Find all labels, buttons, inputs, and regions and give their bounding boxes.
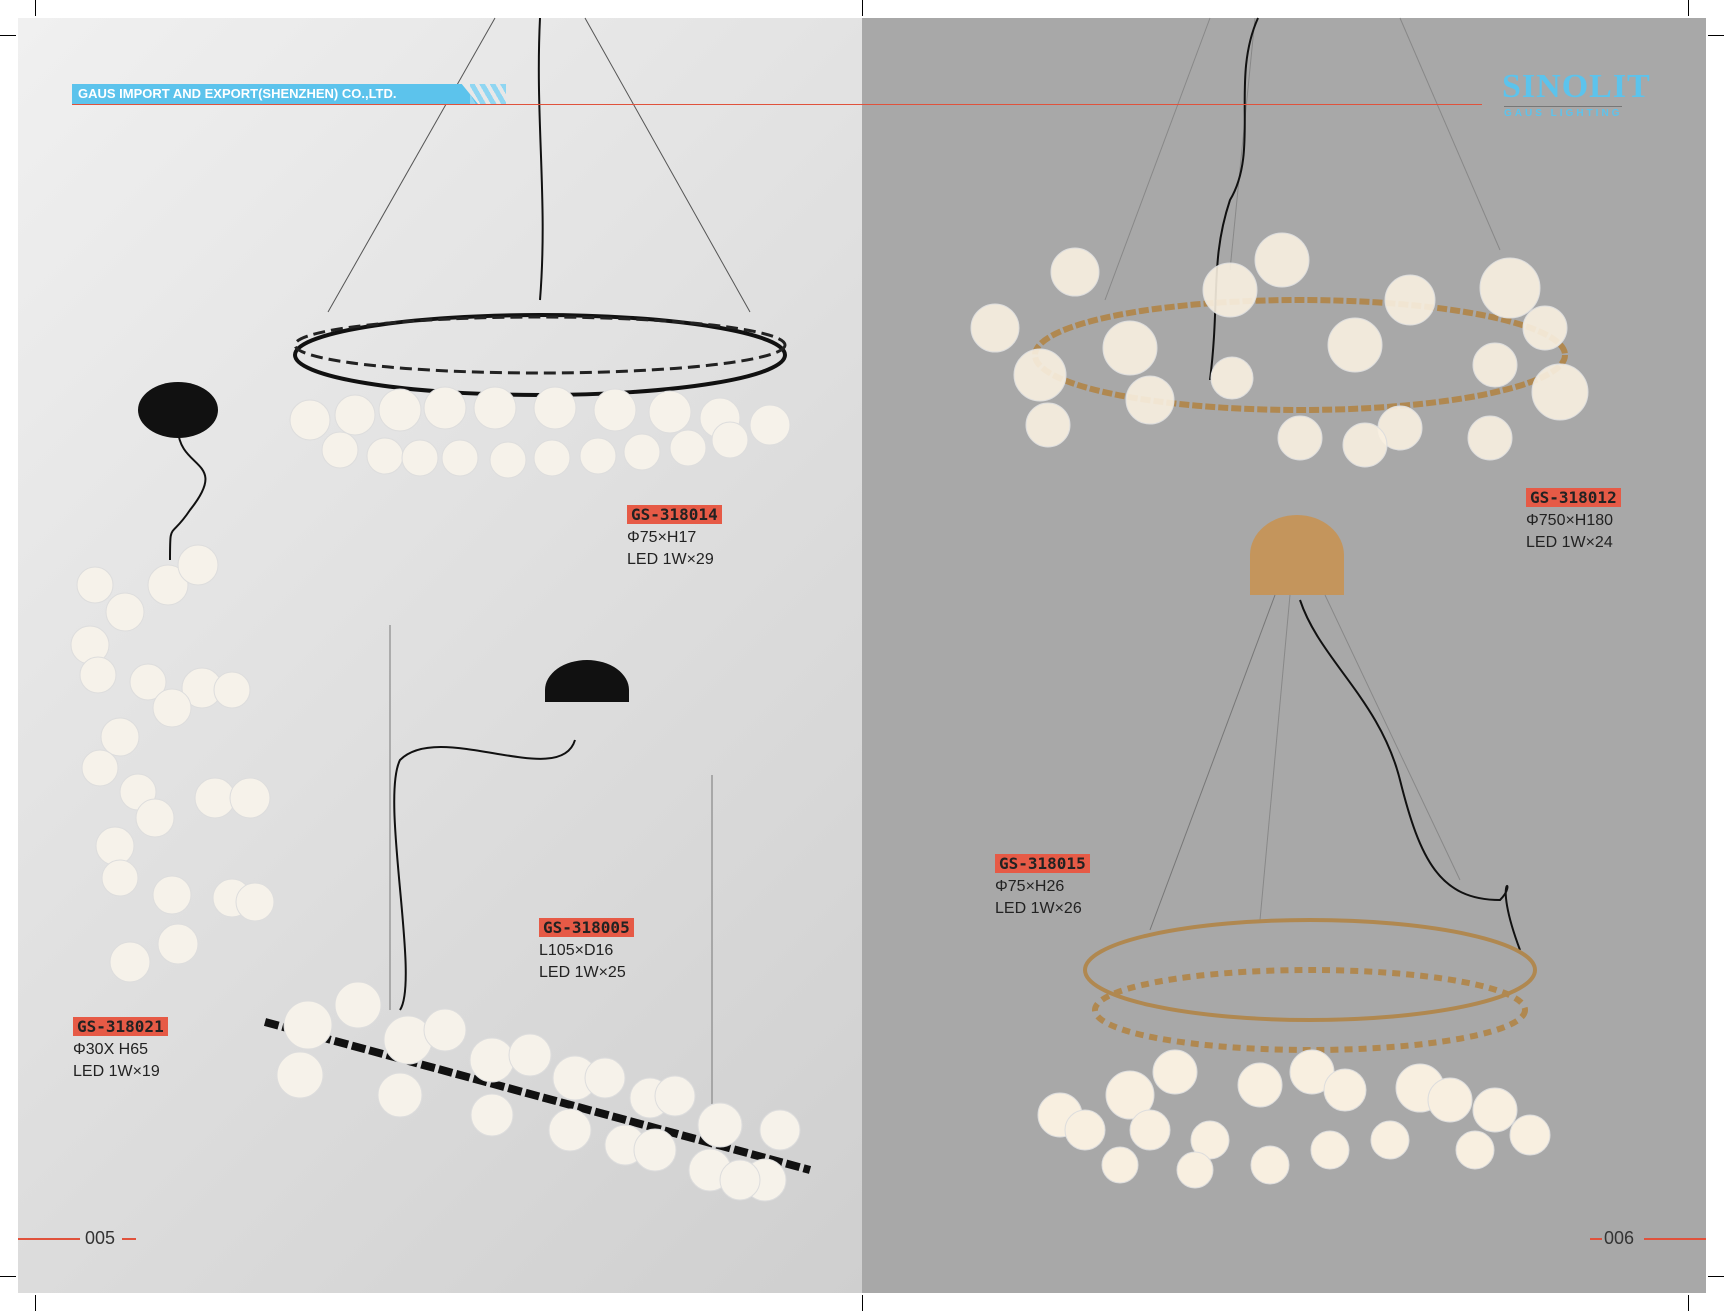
product-code: GS-318005 <box>539 918 634 937</box>
page-number-rule <box>1644 1238 1706 1240</box>
pendant-gs-318012 <box>970 17 1589 468</box>
spec-gs-318021: GS-318021 Φ30X H65 LED 1W×19 <box>73 1017 168 1083</box>
spec-gs-318012: GS-318012 Φ750×H180 LED 1W×24 <box>1526 488 1621 554</box>
product-led: LED 1W×25 <box>539 964 626 981</box>
brand-logo-sub: GAUS LIGHTING <box>1504 106 1623 119</box>
product-led: LED 1W×29 <box>627 551 714 568</box>
product-size: Φ30X H65 <box>73 1041 149 1058</box>
page-number-rule <box>18 1238 80 1240</box>
spec-gs-318014: GS-318014 Φ75×H17 LED 1W×29 <box>627 505 722 571</box>
crop-mark <box>1708 1276 1724 1277</box>
crop-mark <box>1688 0 1689 16</box>
pendant-gs-318015 <box>1037 515 1551 1189</box>
crop-mark <box>862 0 863 16</box>
crop-mark <box>0 1276 16 1277</box>
spec-gs-318005: GS-318005 L105×D16 LED 1W×25 <box>539 918 634 984</box>
crop-mark <box>862 1295 863 1311</box>
product-size: Φ75×H26 <box>995 878 1065 895</box>
page-number-right: 006 <box>1604 1228 1635 1248</box>
product-code: GS-318012 <box>1526 488 1621 507</box>
product-size: L105×D16 <box>539 942 614 959</box>
product-code: GS-318021 <box>73 1017 168 1036</box>
product-led: LED 1W×26 <box>995 900 1082 917</box>
left-page <box>18 18 862 1293</box>
product-code: GS-318014 <box>627 505 722 524</box>
pendant-gs-318014 <box>289 17 791 479</box>
crop-mark <box>1708 35 1724 36</box>
product-size: Φ75×H17 <box>627 529 697 546</box>
crop-mark <box>0 35 16 36</box>
page-number-rule <box>1590 1238 1602 1240</box>
header-rule <box>72 104 1482 105</box>
page-number-rule <box>122 1238 136 1240</box>
page-number-left: 005 <box>85 1228 116 1248</box>
pendant-gs-318021 <box>70 382 275 983</box>
spec-gs-318015: GS-318015 Φ75×H26 LED 1W×26 <box>995 854 1090 920</box>
product-led: LED 1W×24 <box>1526 534 1613 551</box>
product-led: LED 1W×19 <box>73 1063 160 1080</box>
banner-stripes <box>470 84 506 104</box>
crop-mark <box>1688 1295 1689 1311</box>
company-banner: GAUS IMPORT AND EXPORT(SHENZHEN) CO.,LTD… <box>72 84 478 104</box>
crop-mark <box>35 1295 36 1311</box>
product-code: GS-318015 <box>995 854 1090 873</box>
brand-logo: SINOLIT <box>1502 68 1651 105</box>
crop-mark <box>35 0 36 16</box>
pendant-gs-318005 <box>263 625 812 1202</box>
product-size: Φ750×H180 <box>1526 512 1614 529</box>
